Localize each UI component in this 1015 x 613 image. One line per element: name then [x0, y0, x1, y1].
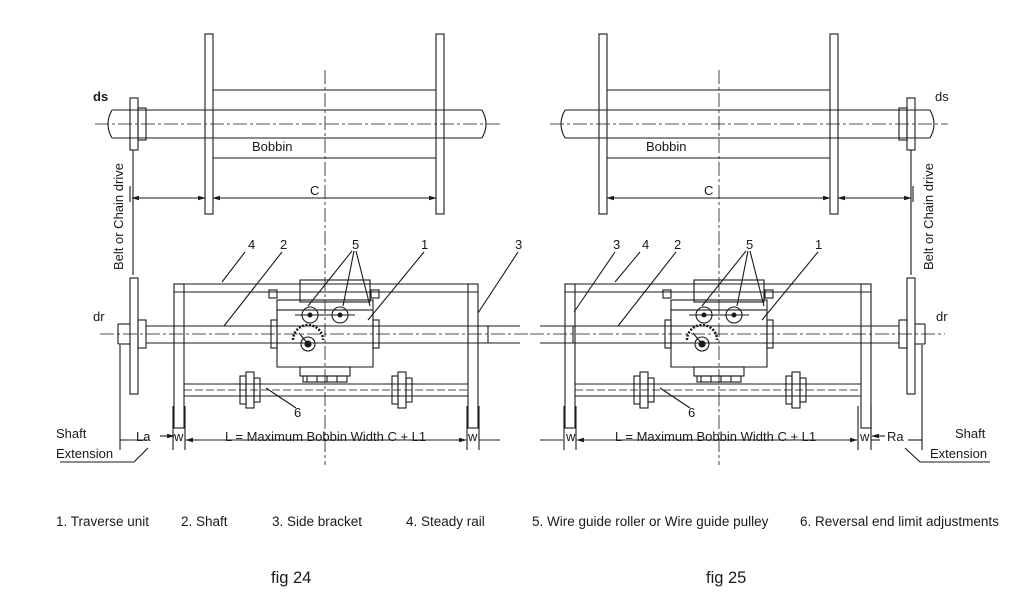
fig25-caption: fig 25	[706, 569, 747, 587]
fig24-length-label: L = Maximum Bobbin Width C + L1	[225, 429, 426, 444]
fig24-callout-3: 3	[515, 237, 522, 252]
fig25-bobbin-label: Bobbin	[646, 139, 686, 154]
fig24-callout-6: 6	[294, 405, 301, 420]
fig25-length-label: L = Maximum Bobbin Width C + L1	[615, 429, 816, 444]
fig25-callout-6: 6	[688, 405, 695, 420]
fig25-shaft-ext-line2: Extension	[930, 446, 987, 461]
fig25-callout-5: 5	[746, 237, 753, 252]
fig24-w-right-label: w	[467, 429, 478, 444]
fig25-drive-label: Belt or Chain drive	[921, 163, 936, 270]
fig25-callout-4: 4	[642, 237, 649, 252]
fig24-drive-label: Belt or Chain drive	[111, 163, 126, 270]
fig24-bobbin-label: Bobbin	[252, 139, 292, 154]
legend-item-reversal-limit: 6. Reversal end limit adjustments	[800, 514, 999, 529]
legend-item-traverse-unit: 1. Traverse unit	[56, 514, 150, 529]
fig25-ra-label: Ra	[887, 429, 904, 444]
fig25-callout-1: 1	[815, 237, 822, 252]
fig25-ds-label: ds	[935, 89, 949, 104]
fig24-callout-1: 1	[421, 237, 428, 252]
fig24-callout-5: 5	[352, 237, 359, 252]
fig25-c-label: C	[704, 183, 713, 198]
fig24-callout-2: 2	[280, 237, 287, 252]
fig25-callout-3: 3	[613, 237, 620, 252]
legend-item-side-bracket: 3. Side bracket	[272, 514, 363, 529]
fig24-shaft-ext-line2: Extension	[56, 446, 113, 461]
legend-item-steady-rail: 4. Steady rail	[406, 514, 485, 529]
fig24-callout-4: 4	[248, 237, 255, 252]
fig25-callout-2: 2	[674, 237, 681, 252]
fig24-la-label: La	[136, 429, 151, 444]
fig24-caption: fig 24	[271, 569, 312, 587]
fig24-ds-label: ds	[93, 89, 108, 104]
fig24-c-label: C	[310, 183, 319, 198]
legend-item-wire-guide: 5. Wire guide roller or Wire guide pulle…	[532, 514, 769, 529]
fig24-dr-label: dr	[93, 309, 105, 324]
fig25-shaft-ext-line1: Shaft	[955, 426, 986, 441]
fig24-w-left-label: w	[173, 429, 184, 444]
legend-item-shaft: 2. Shaft	[181, 514, 228, 529]
fig25-drawing	[530, 33, 990, 465]
fig24-drawing	[60, 33, 528, 465]
fig25-w-right-label: w	[859, 429, 870, 444]
fig25-dr-label: dr	[936, 309, 948, 324]
fig25-w-left-label: w	[565, 429, 576, 444]
fig24-shaft-ext-line1: Shaft	[56, 426, 87, 441]
